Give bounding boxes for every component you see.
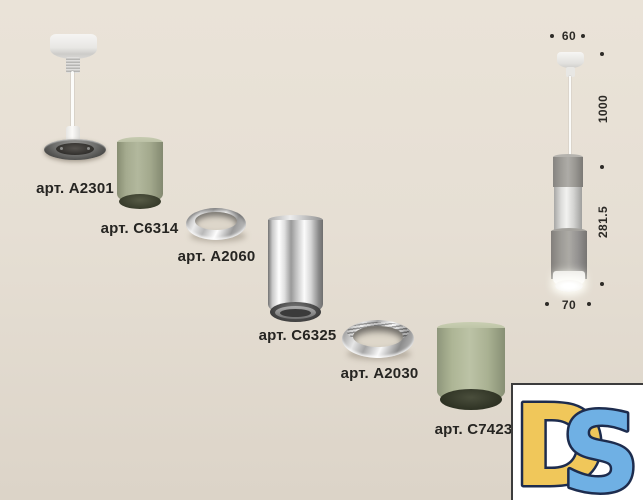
pendant-light-glow xyxy=(555,280,583,292)
suspension-wire xyxy=(71,71,74,129)
metal-ring-hole xyxy=(353,326,403,347)
cylinder-opening xyxy=(119,194,161,209)
cylinder-body xyxy=(117,142,163,204)
screw-dot xyxy=(87,147,90,150)
wire-socket xyxy=(66,126,80,143)
label-c6314: арт. C6314 xyxy=(100,220,179,237)
dimension-dot xyxy=(600,52,604,56)
cylinder-opening-core xyxy=(280,309,311,317)
dimension-top-diameter: 60 xyxy=(561,29,577,43)
canopy-stem xyxy=(66,57,80,73)
label-c7423: арт. C7423 xyxy=(434,421,513,438)
dimension-suspension-length: 1000 xyxy=(596,94,610,124)
dimension-dot xyxy=(545,302,549,306)
pendant-canopy-stem xyxy=(566,67,575,77)
label-c6325: арт. C6325 xyxy=(258,327,337,344)
label-a2030: арт. A2030 xyxy=(340,365,419,382)
screw-dot xyxy=(60,147,63,150)
pendant-top-section xyxy=(553,157,583,187)
cylinder-opening xyxy=(440,389,502,410)
cylinder-body xyxy=(268,220,323,316)
ds-logo-graphic: D S xyxy=(511,380,643,500)
dimension-dot xyxy=(600,165,604,169)
metal-ring-hole xyxy=(195,212,237,230)
dimension-dot xyxy=(581,34,585,38)
logo-letter-d: D xyxy=(513,385,606,498)
pendant-middle-section xyxy=(554,187,582,231)
dimension-body-height: 281.5 xyxy=(596,205,610,239)
label-a2301: арт. A2301 xyxy=(36,180,114,197)
dimension-bottom-diameter: 70 xyxy=(561,298,577,312)
label-a2060: арт. A2060 xyxy=(177,248,256,265)
ceiling-canopy xyxy=(50,34,97,59)
dimension-dot xyxy=(587,302,591,306)
logo-letter-s: S xyxy=(561,389,640,498)
dimension-dot xyxy=(600,282,604,286)
pendant-wire xyxy=(569,76,571,157)
ds-logo: D S xyxy=(511,380,643,500)
dimension-dot xyxy=(550,34,554,38)
mounting-plate-center xyxy=(56,143,94,155)
pendant-canopy xyxy=(557,52,584,68)
